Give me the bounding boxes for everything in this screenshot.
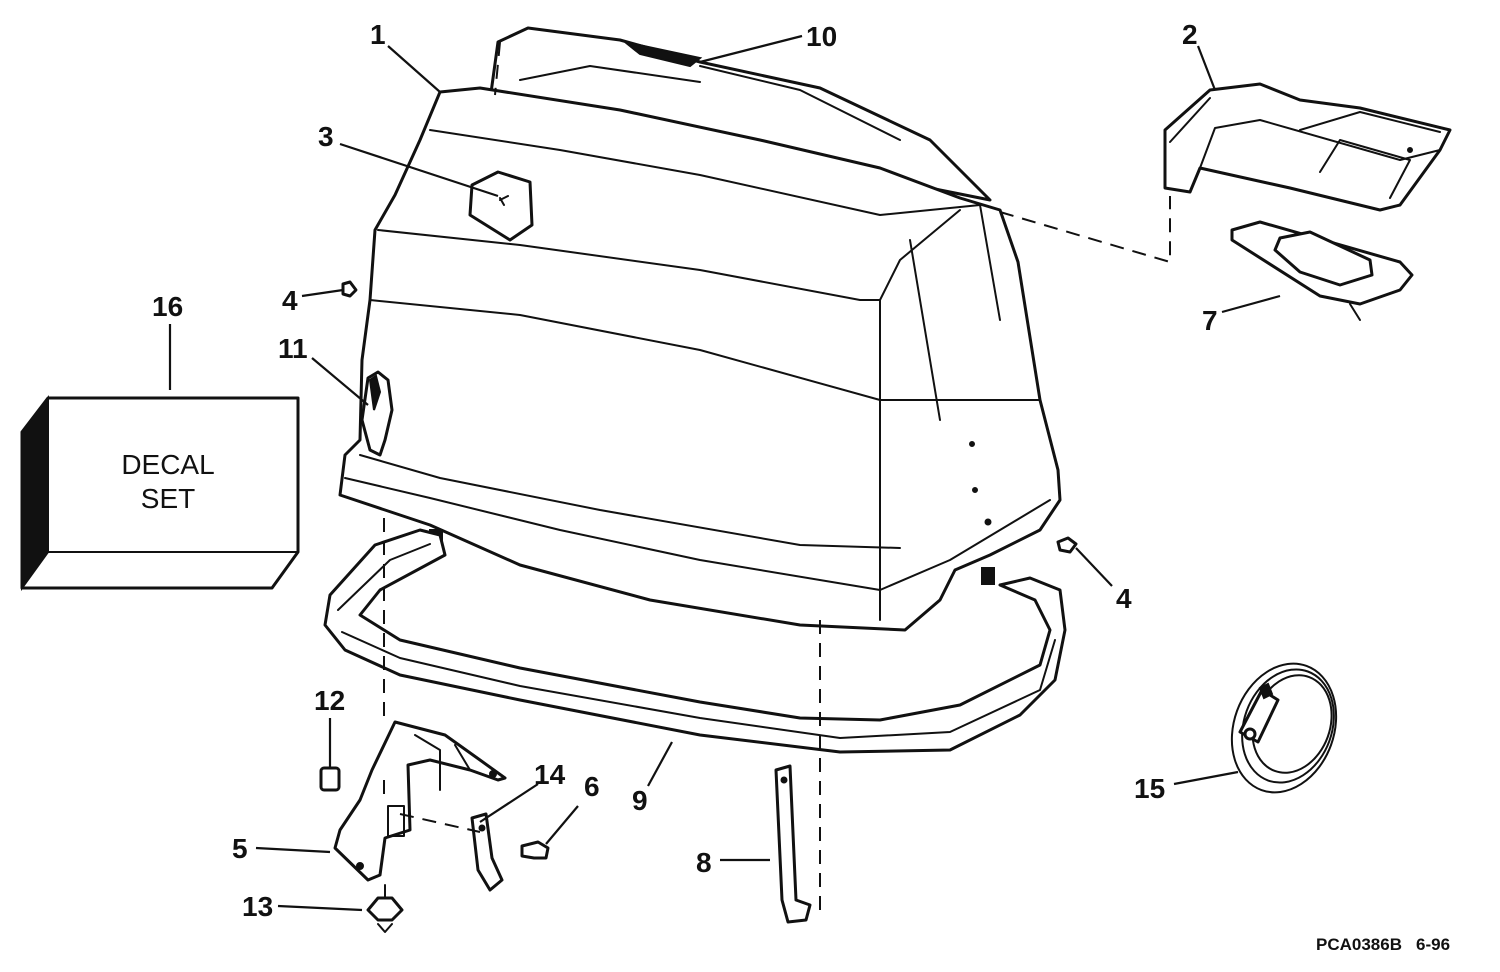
decal-box-line1: DECAL — [121, 449, 214, 480]
engine-cowl — [338, 86, 1062, 632]
square-nut — [319, 766, 341, 792]
callout-1: 1 — [370, 19, 386, 50]
callout-10: 10 — [806, 21, 837, 52]
decal-set-box: DECAL SET — [20, 395, 300, 592]
callout-14: 14 — [534, 759, 566, 790]
bolt — [520, 840, 550, 860]
leader-lines — [168, 34, 1281, 912]
latch-strap — [774, 764, 812, 924]
callout-labels: 1 2 3 4 4 5 6 7 8 9 10 11 12 13 14 15 16 — [152, 19, 1218, 922]
spring-clip — [470, 812, 504, 892]
callout-6: 6 — [584, 771, 600, 802]
callout-4-left: 4 — [282, 285, 298, 316]
figure-date: 6-96 — [1416, 935, 1450, 954]
callout-5: 5 — [232, 833, 248, 864]
mount-bracket — [333, 720, 507, 882]
alignment-lines — [383, 41, 1171, 915]
exhaust-seal — [1230, 220, 1414, 321]
screw-right — [1056, 536, 1078, 554]
decal-box-line2: SET — [141, 483, 195, 514]
callout-12: 12 — [314, 685, 345, 716]
grommet — [366, 884, 404, 933]
callout-3: 3 — [318, 121, 334, 152]
callout-11: 11 — [278, 333, 308, 364]
callout-8: 8 — [696, 847, 712, 878]
figure-code: PCA0386B — [1316, 935, 1402, 954]
callout-9: 9 — [632, 785, 648, 816]
callout-15: 15 — [1134, 773, 1165, 804]
callout-2: 2 — [1182, 19, 1198, 50]
bottom-seal — [323, 528, 1067, 754]
rear-cover — [1163, 82, 1452, 212]
callout-4-right: 4 — [1116, 583, 1132, 614]
cable-coil — [1230, 662, 1338, 794]
callout-7: 7 — [1202, 305, 1218, 336]
callout-13: 13 — [242, 891, 273, 922]
callout-16: 16 — [152, 291, 183, 322]
screw-left — [341, 280, 358, 298]
